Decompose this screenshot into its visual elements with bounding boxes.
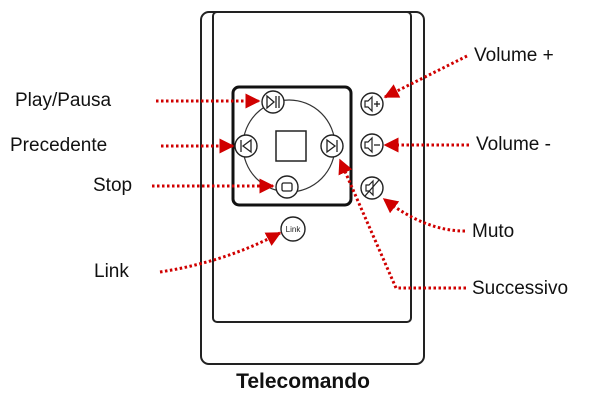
label-link: Link — [94, 261, 129, 282]
label-previous: Precedente — [10, 135, 108, 156]
diagram-caption: Telecomando — [236, 370, 370, 393]
next-button[interactable] — [320, 134, 344, 158]
play-pause-icon — [266, 94, 280, 110]
label-volume-down: Volume - — [476, 134, 551, 155]
play-pause-button[interactable] — [261, 90, 285, 114]
label-volume-up: Volume + — [474, 45, 554, 66]
arrow-volume-up — [383, 54, 468, 99]
label-mute: Muto — [472, 221, 515, 242]
remote-inner-panel — [212, 11, 412, 323]
label-next: Successivo — [472, 278, 569, 299]
arrow-link — [159, 231, 282, 274]
stop-icon — [281, 182, 293, 192]
skip-next-icon — [326, 138, 338, 154]
label-stop: Stop — [93, 175, 133, 196]
link-button[interactable]: Link — [280, 216, 306, 242]
label-play-pause: Play/Pausa — [15, 90, 112, 111]
mute-icon — [364, 179, 380, 197]
volume-down-button[interactable] — [360, 133, 384, 157]
volume-down-icon — [364, 136, 380, 154]
arrow-next — [338, 158, 466, 290]
volume-up-icon — [364, 95, 380, 113]
link-button-label: Link — [286, 225, 302, 234]
arrow-mute — [382, 197, 466, 233]
center-display — [275, 130, 307, 162]
mute-button[interactable] — [360, 176, 384, 200]
skip-previous-icon — [240, 138, 252, 154]
stop-button[interactable] — [275, 175, 299, 199]
previous-button[interactable] — [234, 134, 258, 158]
volume-up-button[interactable] — [360, 92, 384, 116]
